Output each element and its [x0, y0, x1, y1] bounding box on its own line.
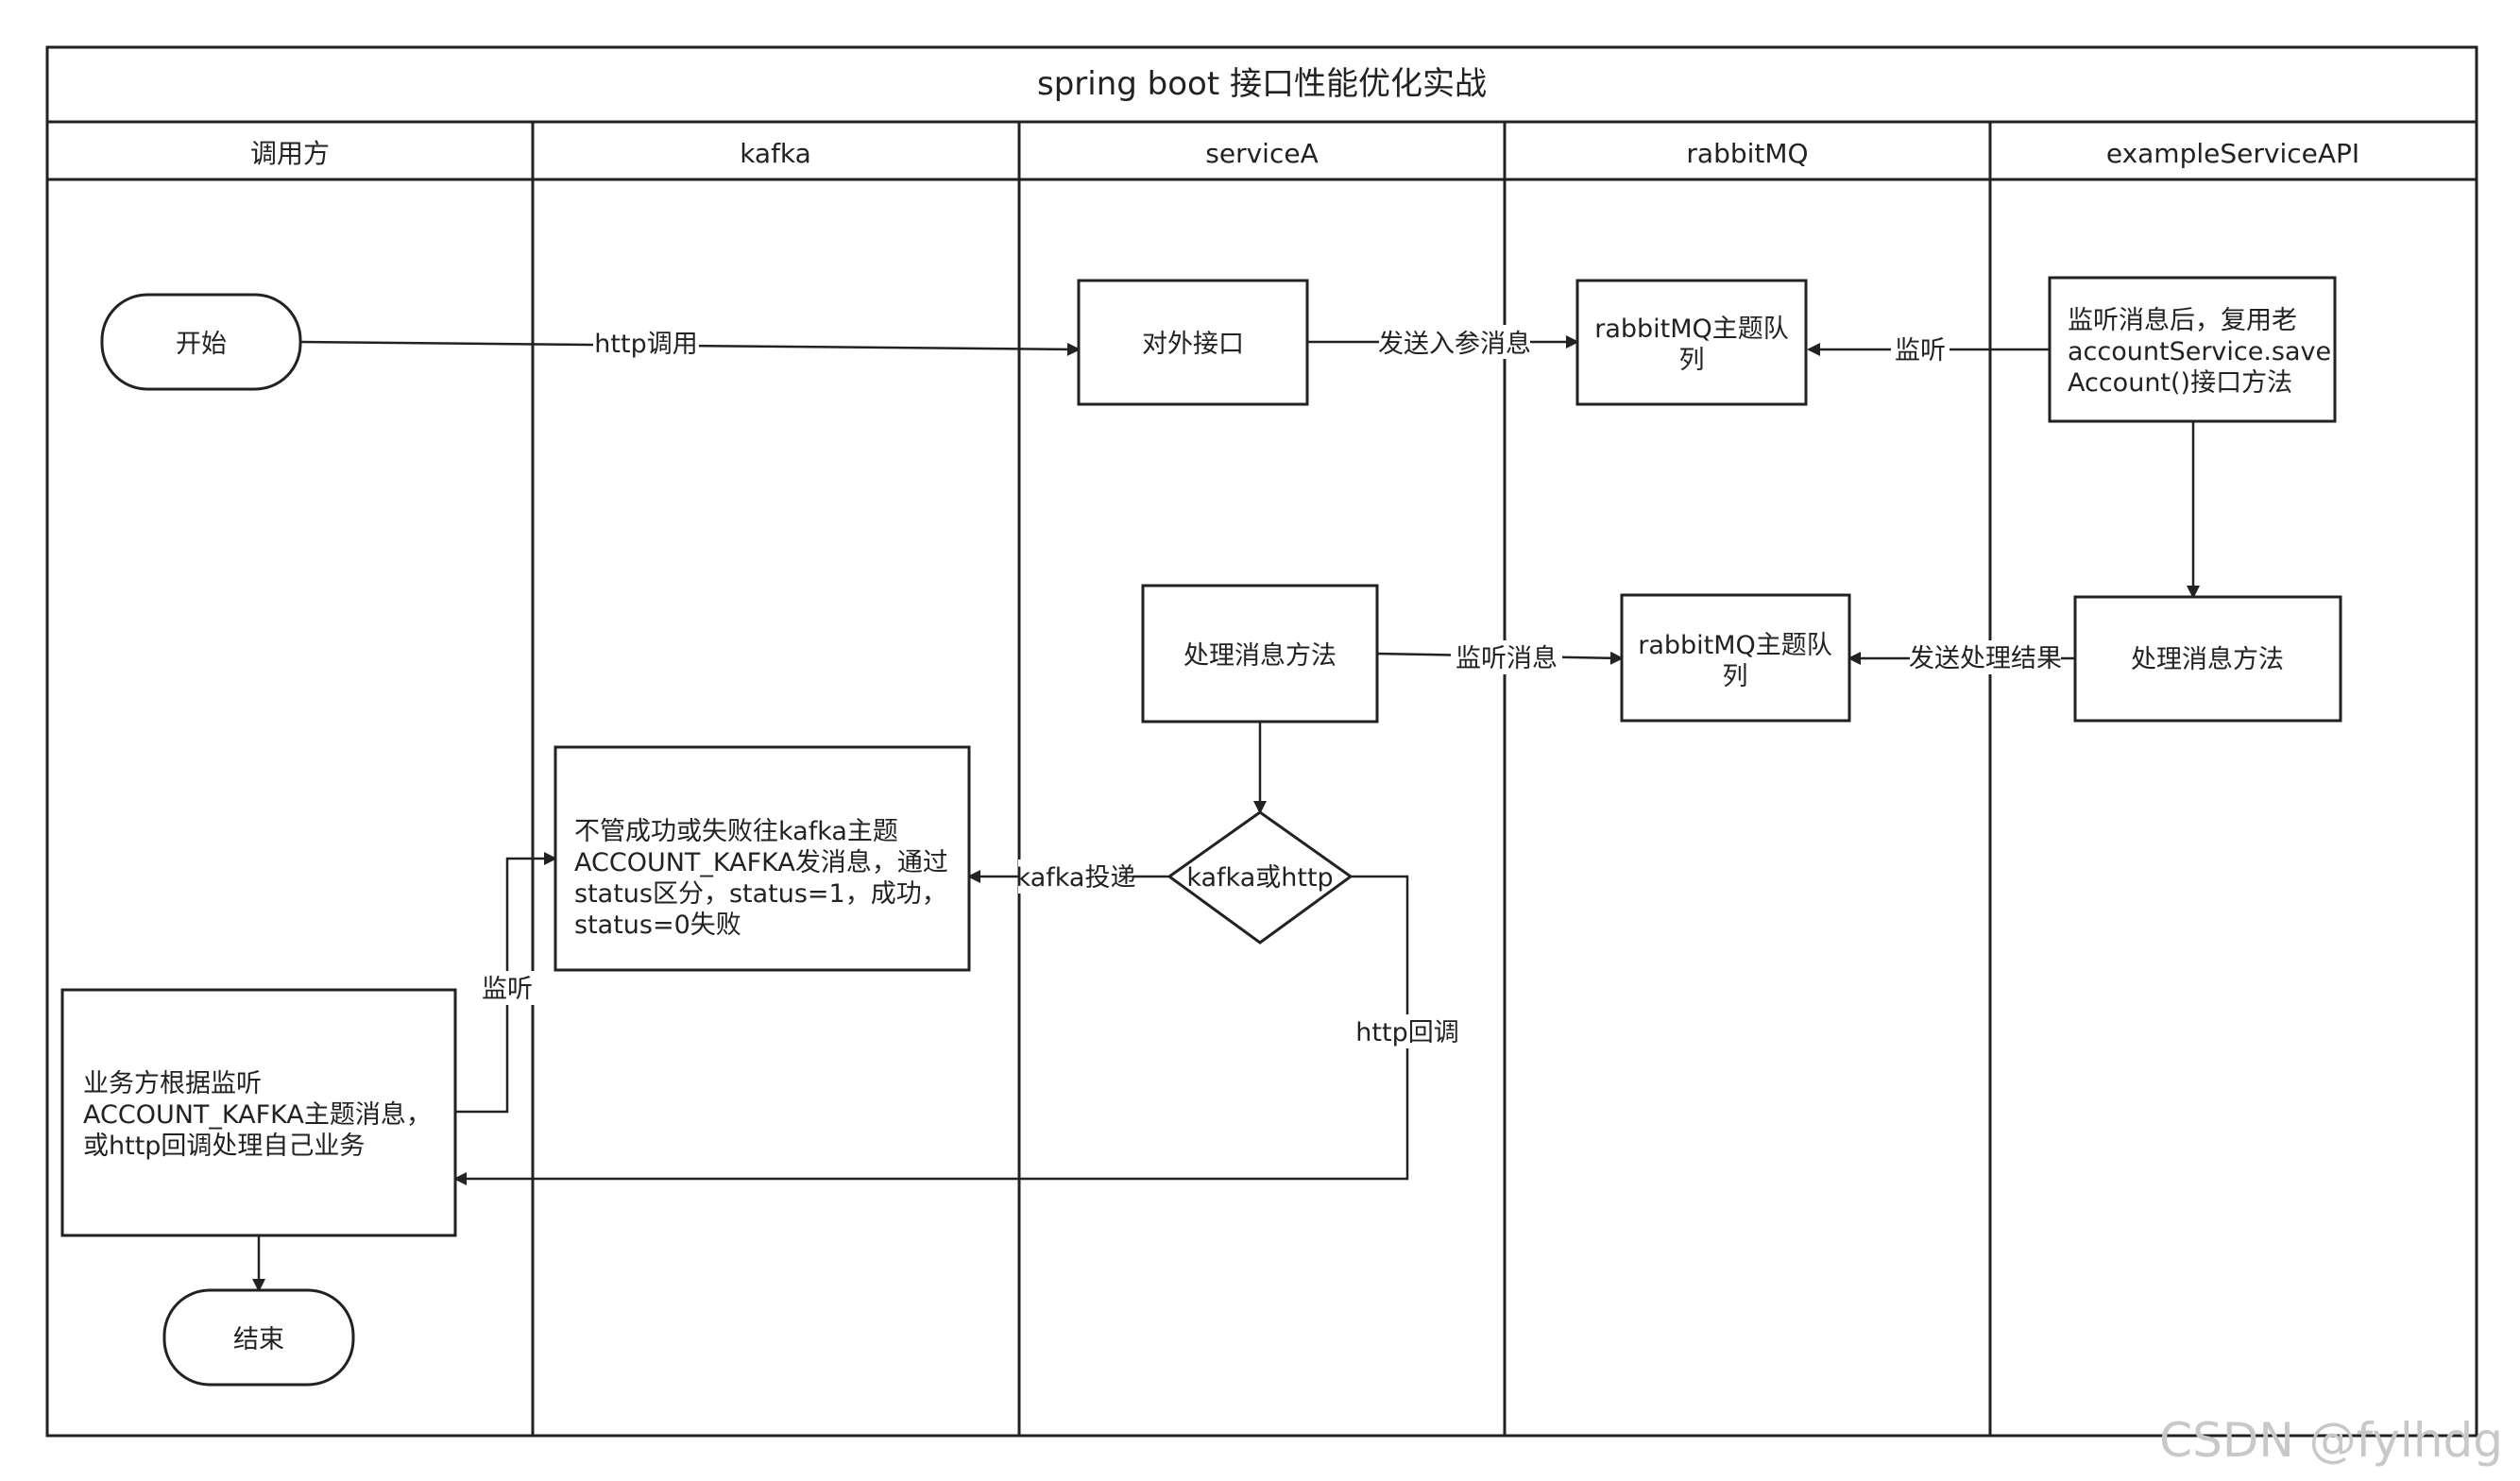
lane-label-exampleserviceapi: exampleServiceAPI: [2106, 138, 2359, 169]
lane-label-servicea: serviceA: [1205, 138, 1318, 169]
edge-label-listen-1: 监听: [1895, 336, 1946, 366]
node-start-label: 开始: [176, 330, 227, 359]
edge-label-kafka-deliver: kafka投递: [1016, 863, 1136, 893]
node-process-api-label: 处理消息方法: [2131, 645, 2284, 674]
edge-label-http-callback: http回调: [1355, 1018, 1458, 1047]
node-kafka-send-line3: status区分，status=1，成功，: [574, 879, 947, 909]
node-listen-reuse: 监听消息后，复用老 accountService.save Account()接…: [2048, 276, 2337, 423]
diagram-title: spring boot 接口性能优化实战: [1037, 65, 1487, 103]
edges: [252, 335, 2200, 1292]
edge-label-listen-msg: 监听消息: [1456, 644, 1558, 673]
node-process-api: 处理消息方法: [2073, 595, 2342, 723]
node-start: 开始: [100, 293, 302, 391]
node-mq-queue-2-line1: rabbitMQ主题队: [1638, 631, 1832, 660]
node-external-api-label: 对外接口: [1142, 330, 1244, 359]
node-business-line2: ACCOUNT_KAFKA主题消息，: [83, 1100, 432, 1130]
node-mq-queue-1-line2: 列: [1679, 346, 1705, 375]
node-listen-reuse-line2: accountService.save: [2068, 337, 2331, 366]
lane-label-kafka: kafka: [740, 138, 811, 169]
node-mq-queue-1-line1: rabbitMQ主题队: [1594, 315, 1789, 344]
watermark: CSDN @fylhdg: [2159, 1413, 2503, 1468]
node-decision: kafka或http: [1166, 810, 1354, 945]
node-business: 业务方根据监听 ACCOUNT_KAFKA主题消息， 或http回调处理自己业务: [60, 988, 457, 1237]
edge-label-send-params: 发送入参消息: [1378, 330, 1531, 359]
edge-label-http-call: http调用: [594, 330, 697, 359]
node-kafka-send-line1: 不管成功或失败往kafka主题: [574, 817, 898, 846]
node-external-api: 对外接口: [1077, 279, 1309, 406]
node-kafka-send: 不管成功或失败往kafka主题 ACCOUNT_KAFKA发消息，通过 stat…: [553, 745, 971, 972]
lane-label-caller: 调用方: [250, 138, 330, 169]
lane-label-rabbitmq: rabbitMQ: [1686, 138, 1808, 169]
node-end-label: 结束: [233, 1325, 284, 1354]
node-process-a: 处理消息方法: [1141, 584, 1379, 723]
node-business-line1: 业务方根据监听: [83, 1069, 262, 1098]
node-process-a-label: 处理消息方法: [1183, 641, 1337, 671]
node-business-line3: 或http回调处理自己业务: [83, 1132, 365, 1161]
edge-label-send-result: 发送处理结果: [1909, 644, 2062, 673]
node-listen-reuse-line1: 监听消息后，复用老: [2068, 306, 2297, 335]
node-decision-label: kafka或http: [1186, 863, 1333, 893]
node-end: 结束: [162, 1288, 355, 1387]
node-mq-queue-2: rabbitMQ主题队 列: [1620, 593, 1851, 723]
edge-label-listen-2: 监听: [482, 975, 533, 1004]
node-mq-queue-1: rabbitMQ主题队 列: [1575, 279, 1808, 406]
node-kafka-send-line2: ACCOUNT_KAFKA发消息，通过: [574, 848, 948, 877]
node-kafka-send-line4: status=0失败: [574, 911, 741, 940]
node-listen-reuse-line3: Account()接口方法: [2068, 368, 2292, 398]
node-mq-queue-2-line2: 列: [1723, 662, 1748, 691]
